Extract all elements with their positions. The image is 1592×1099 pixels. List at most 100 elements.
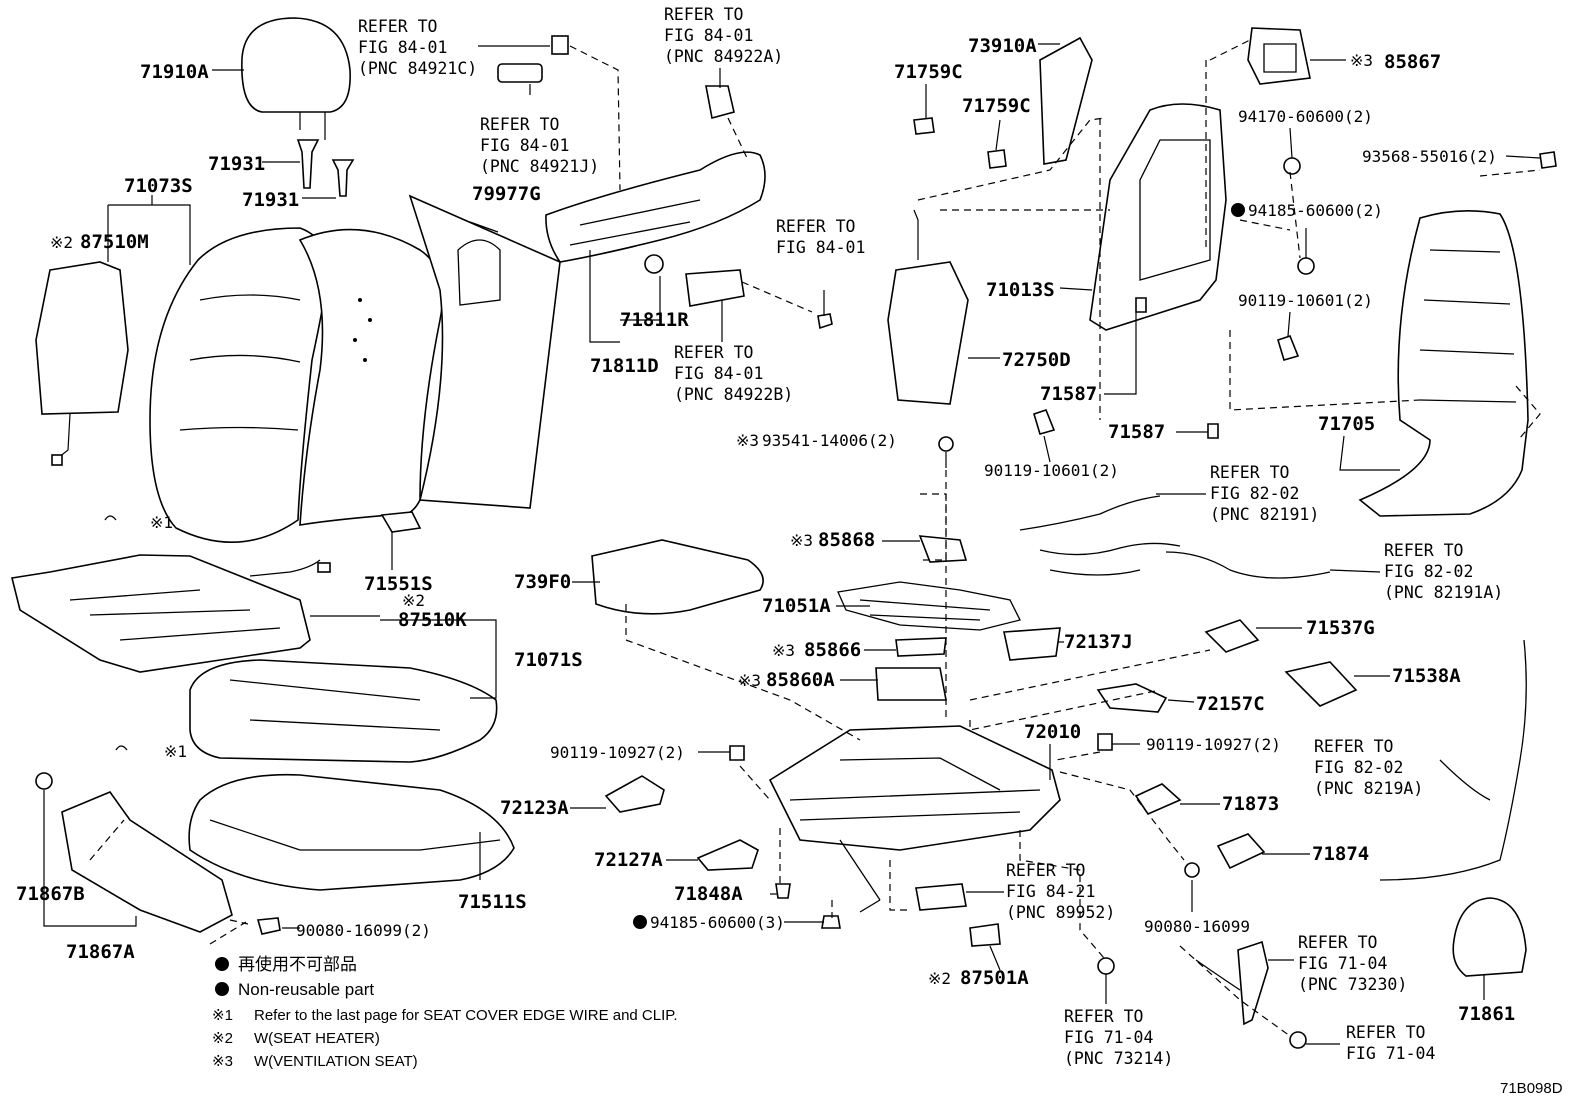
part-label-71705[interactable]: 71705	[1318, 413, 1375, 435]
svg-text:REFER TO: REFER TO	[1384, 541, 1463, 560]
part-label-72010[interactable]: 72010	[1024, 721, 1081, 743]
part-label-93541-14006-2[interactable]: 93541-14006(2)	[762, 431, 897, 450]
part-label-71931-a[interactable]: 71931	[208, 153, 265, 175]
part-label-94185-60600-2[interactable]: 94185-60600(2)	[1248, 201, 1383, 220]
part-label-90119-10927-2-b[interactable]: 90119-10927(2)	[1146, 735, 1281, 754]
svg-text:(PNC 84922B): (PNC 84922B)	[674, 385, 793, 404]
part-drawings	[11, 17, 1557, 1049]
part-label-85867[interactable]: 85867	[1384, 51, 1441, 73]
svg-text:(PNC 89952): (PNC 89952)	[1006, 903, 1115, 922]
part-label-71537g[interactable]: 71537G	[1306, 617, 1375, 639]
seat-adjuster-72010-drawing	[768, 725, 1061, 851]
part-label-85860a[interactable]: 85860A	[766, 669, 835, 691]
svg-text:FIG 71-04: FIG 71-04	[1064, 1028, 1153, 1047]
part-label-72750d[interactable]: 72750D	[1002, 349, 1071, 371]
mark-3-85860a: ※3	[738, 671, 761, 690]
seatback-cover-drawing	[149, 227, 331, 543]
svg-text:(PNC 82191): (PNC 82191)	[1210, 505, 1319, 524]
part-label-72123a[interactable]: 72123A	[500, 797, 569, 819]
part-label-71759c-b[interactable]: 71759C	[962, 95, 1031, 117]
part-label-90119-10927-2-a[interactable]: 90119-10927(2)	[550, 743, 685, 762]
cushion-cover-drawing	[189, 659, 498, 763]
dashed-assembly-lines	[89, 39, 1541, 1037]
legend: 再使用不可部品 Non-reusable part ※1 Refer to th…	[212, 954, 678, 1070]
refer-to-73214[interactable]: REFER TO FIG 71-04 (PNC 73214)	[1064, 1007, 1173, 1068]
part-label-85868[interactable]: 85868	[818, 529, 875, 551]
clip-71759c-b-drawing	[987, 149, 1007, 169]
part-label-71071s[interactable]: 71071S	[514, 649, 583, 671]
part-label-87501a[interactable]: 87501A	[960, 967, 1029, 989]
refer-to-labels: REFER TO FIG 84-01 (PNC 84921C) REFER TO…	[358, 5, 1503, 1068]
refer-to-84-01[interactable]: REFER TO FIG 84-01	[776, 217, 865, 257]
part-label-72127a[interactable]: 72127A	[594, 849, 663, 871]
refer-to-84921j[interactable]: REFER TO FIG 84-01 (PNC 84921J)	[480, 115, 599, 176]
svg-text:REFER TO: REFER TO	[1346, 1023, 1425, 1042]
part-label-71910a[interactable]: 71910A	[140, 61, 209, 83]
part-label-71073s[interactable]: 71073S	[124, 175, 193, 197]
part-label-71811r[interactable]: 71811R	[620, 309, 689, 331]
part-label-73910a[interactable]: 73910A	[968, 35, 1037, 57]
part-label-85866[interactable]: 85866	[804, 639, 861, 661]
part-label-71931-b[interactable]: 71931	[242, 189, 299, 211]
diagram-code: 71B098D	[1500, 1080, 1563, 1097]
part-label-71051a[interactable]: 71051A	[762, 595, 831, 617]
part-label-93568-55016-2[interactable]: 93568-55016(2)	[1362, 147, 1497, 166]
part-label-90080-16099-2[interactable]: 90080-16099(2)	[296, 921, 431, 940]
bolt-90119-10927a-drawing	[729, 745, 745, 761]
part-label-90080-16099[interactable]: 90080-16099	[1144, 917, 1250, 936]
refer-to-89952[interactable]: REFER TO FIG 84-21 (PNC 89952)	[1006, 861, 1115, 922]
side-shield-drawing	[545, 151, 766, 263]
part-label-71587-a[interactable]: 71587	[1040, 383, 1097, 405]
svg-text:FIG 84-01: FIG 84-01	[480, 136, 569, 155]
refer-to-84922b[interactable]: REFER TO FIG 84-01 (PNC 84922B)	[674, 343, 793, 404]
svg-text:REFER TO: REFER TO	[1314, 737, 1393, 756]
part-label-87510m[interactable]: 87510M	[80, 231, 149, 253]
part-label-71551s[interactable]: 71551S	[364, 573, 433, 595]
part-label-90119-10601-2-b[interactable]: 90119-10601(2)	[1238, 291, 1373, 310]
part-label-71811d[interactable]: 71811D	[590, 355, 659, 377]
part-label-72137j[interactable]: 72137J	[1064, 631, 1133, 653]
cushion-board-739f0-drawing	[591, 539, 764, 615]
part-label-71867a[interactable]: 71867A	[66, 941, 135, 963]
refer-to-84922a[interactable]: REFER TO FIG 84-01 (PNC 84922A)	[664, 5, 783, 66]
cover-72137j-drawing	[1003, 627, 1061, 661]
refer-to-82191a[interactable]: REFER TO FIG 82-02 (PNC 82191A)	[1384, 541, 1503, 602]
svg-text:FIG 84-21: FIG 84-21	[1006, 882, 1095, 901]
part-label-71013s[interactable]: 71013S	[986, 279, 1055, 301]
part-label-87510k[interactable]: 87510K	[398, 609, 467, 631]
part-label-71873[interactable]: 71873	[1222, 793, 1279, 815]
part-label-739f0[interactable]: 739F0	[514, 571, 571, 593]
switch-84921j-drawing	[497, 63, 543, 83]
svg-text:FIG 71-04: FIG 71-04	[1346, 1044, 1435, 1063]
part-label-71848a[interactable]: 71848A	[674, 883, 743, 905]
part-label-71587-b[interactable]: 71587	[1108, 421, 1165, 443]
part-label-71511s[interactable]: 71511S	[458, 891, 527, 913]
svg-text:FIG 82-02: FIG 82-02	[1210, 484, 1299, 503]
part-label-94170-60600-2[interactable]: 94170-60600(2)	[1238, 107, 1373, 126]
bracket-71537g-drawing	[1204, 619, 1260, 653]
part-label-71867b[interactable]: 71867B	[16, 883, 85, 905]
refer-to-84921c[interactable]: REFER TO FIG 84-01 (PNC 84921C)	[358, 17, 477, 78]
bolt-90119-10927b-drawing	[1097, 733, 1113, 751]
mark-3-93541: ※3	[736, 431, 759, 450]
refer-to-73230[interactable]: REFER TO FIG 71-04 (PNC 73230)	[1298, 933, 1407, 994]
part-label-72157c[interactable]: 72157C	[1196, 693, 1265, 715]
part-label-71861[interactable]: 71861	[1458, 1003, 1515, 1025]
refer-to-82191[interactable]: REFER TO FIG 82-02 (PNC 82191)	[1210, 463, 1319, 524]
part-label-90119-10601-2-a[interactable]: 90119-10601(2)	[984, 461, 1119, 480]
part-label-79977g[interactable]: 79977G	[472, 183, 541, 205]
mark-1-cushion: ※1	[164, 742, 187, 761]
harness-82191a-drawing	[1165, 551, 1331, 579]
lumbar-72750d-drawing	[887, 261, 969, 405]
cushion-front-panel-drawing	[61, 791, 233, 933]
blower-85860a-drawing	[875, 667, 947, 701]
part-label-94185-60600-3[interactable]: 94185-60600(3)	[650, 913, 785, 932]
part-label-71538a[interactable]: 71538A	[1392, 665, 1461, 687]
legend-non-reusable-en: Non-reusable part	[238, 980, 374, 999]
part-label-71759c-a[interactable]: 71759C	[894, 61, 963, 83]
refer-to-8219a[interactable]: REFER TO FIG 82-02 (PNC 8219A)	[1314, 737, 1423, 798]
cover-71874-drawing	[1216, 833, 1266, 870]
refer-to-71-04[interactable]: REFER TO FIG 71-04	[1346, 1023, 1435, 1063]
part-label-71874[interactable]: 71874	[1312, 843, 1369, 865]
